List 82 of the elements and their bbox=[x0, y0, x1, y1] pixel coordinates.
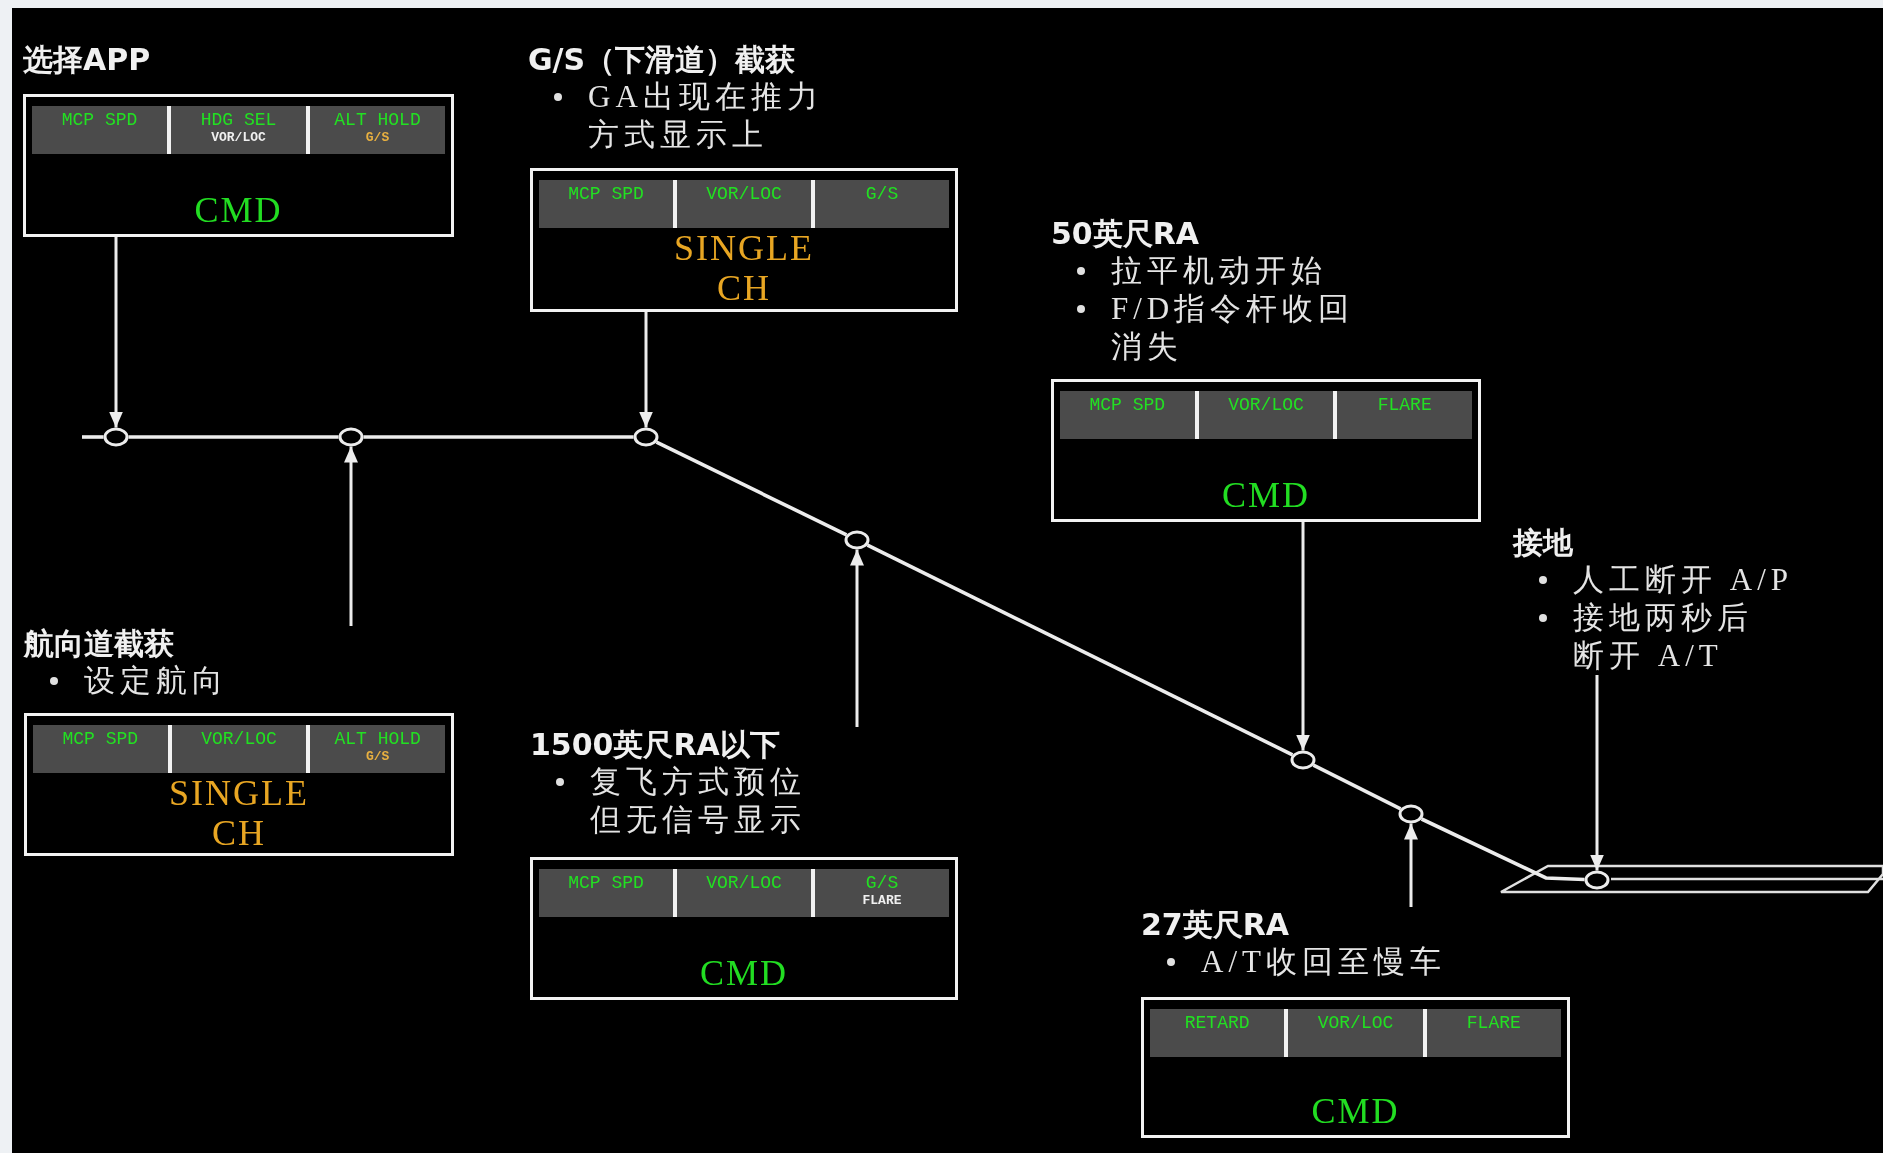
annunciator-cell bbox=[1426, 1009, 1561, 1057]
mode-label: VOR/LOC bbox=[201, 729, 277, 749]
flight-path-line bbox=[1312, 763, 1402, 811]
bullet-text: A/T收回至慢车 bbox=[1201, 943, 1446, 981]
bullet-text: 设定航向 bbox=[84, 662, 228, 700]
annunciator-cell bbox=[33, 725, 168, 773]
mode-label: MCP SPD bbox=[568, 873, 644, 893]
bullet-text: GA出现在推力方式显示上 bbox=[588, 78, 823, 154]
arrow bbox=[1404, 823, 1418, 907]
annunciator-cell bbox=[815, 869, 949, 917]
arrow bbox=[109, 237, 123, 428]
waypoint-circle bbox=[103, 427, 129, 447]
annunciator-cell bbox=[677, 869, 811, 917]
flight-path-line bbox=[128, 435, 339, 439]
mode-label: G/S bbox=[365, 130, 390, 145]
mode-label: RETARD bbox=[1184, 1013, 1250, 1033]
annunciator-cell bbox=[1198, 391, 1334, 439]
waypoint-circle bbox=[1398, 804, 1424, 824]
mode-label: ALT HOLD bbox=[334, 110, 421, 130]
waypoint-circle bbox=[1584, 870, 1610, 890]
flight-path-line bbox=[82, 435, 104, 439]
mode-label: G/S bbox=[865, 184, 899, 204]
heading-text: 选择APP bbox=[23, 42, 152, 78]
engagement-status-text: SINGLE CH bbox=[674, 228, 814, 308]
annunciator-cell bbox=[310, 725, 445, 773]
annunciator-cell bbox=[815, 180, 949, 228]
mode-label: FLARE bbox=[1377, 395, 1432, 415]
mode-label: FLARE bbox=[862, 893, 902, 908]
engagement-status-text: CMD bbox=[1222, 475, 1310, 515]
annunciator-cell bbox=[32, 106, 167, 154]
bullet-text: 人工断开 A/P bbox=[1573, 561, 1793, 599]
engagement-status-text: SINGLE CH bbox=[169, 773, 309, 853]
mode-label: VOR/LOC bbox=[706, 184, 782, 204]
annunciator-cell bbox=[1150, 1009, 1285, 1057]
annunciator-cell bbox=[1288, 1009, 1423, 1057]
engagement-status-text: CMD bbox=[194, 190, 283, 230]
mode-label: MCP SPD bbox=[62, 729, 139, 749]
waypoint-circle bbox=[1290, 750, 1316, 770]
waypoint-circle bbox=[844, 530, 870, 550]
mode-label: VOR/LOC bbox=[1228, 395, 1304, 415]
mode-label: HDG SEL bbox=[200, 110, 277, 130]
heading-text: 27英尺RA bbox=[1141, 907, 1291, 943]
waypoint-circle bbox=[633, 427, 659, 447]
arrow bbox=[344, 446, 358, 626]
waypoint-circle bbox=[338, 427, 364, 447]
flight-path-line bbox=[655, 440, 848, 537]
heading-text: 接地 bbox=[1513, 525, 1574, 561]
mode-label: G/S bbox=[865, 873, 899, 893]
mode-label: MCP SPD bbox=[61, 110, 138, 130]
engagement-status-text: CMD bbox=[1311, 1091, 1400, 1131]
annunciator-cell bbox=[677, 180, 811, 228]
mode-label: FLARE bbox=[1466, 1013, 1521, 1033]
arrow bbox=[1296, 522, 1310, 751]
mode-label: MCP SPD bbox=[568, 184, 644, 204]
arrow bbox=[850, 549, 864, 727]
heading-text: G/S（下滑道）截获 bbox=[528, 42, 797, 78]
bullet-text: 拉平机动开始 bbox=[1111, 252, 1327, 290]
mode-label: VOR/LOC bbox=[706, 873, 782, 893]
bullet-text: F/D指令杆收回消失 bbox=[1111, 290, 1355, 366]
bullet-text: 复飞方式预位但无信号显示 bbox=[590, 763, 806, 839]
heading-text: 1500英尺RA以下 bbox=[530, 727, 781, 763]
mode-label: G/S bbox=[365, 749, 390, 764]
flight-path-line bbox=[866, 543, 1294, 757]
flight-path-line bbox=[363, 435, 634, 439]
mode-label: MCP SPD bbox=[1089, 395, 1166, 415]
mode-label: ALT HOLD bbox=[334, 729, 421, 749]
annunciator-cell bbox=[171, 725, 307, 773]
mode-label: VOR/LOC bbox=[211, 130, 266, 145]
annunciator-cell bbox=[539, 869, 673, 917]
annunciator-cell bbox=[1337, 391, 1472, 439]
annunciator-cell bbox=[1060, 391, 1195, 439]
arrow bbox=[1590, 675, 1604, 871]
mode-label: VOR/LOC bbox=[1317, 1013, 1394, 1033]
flight-path-line bbox=[1420, 817, 1585, 882]
annunciator-cell bbox=[539, 180, 673, 228]
annunciator-cell bbox=[171, 106, 306, 154]
heading-text: 50英尺RA bbox=[1051, 216, 1201, 252]
engagement-status-text: CMD bbox=[700, 953, 788, 993]
bullet-text: 接地两秒后断开 A/T bbox=[1573, 599, 1753, 675]
arrow bbox=[639, 312, 653, 428]
heading-text: 航向道截获 bbox=[24, 626, 175, 662]
annunciator-cell bbox=[310, 106, 445, 154]
